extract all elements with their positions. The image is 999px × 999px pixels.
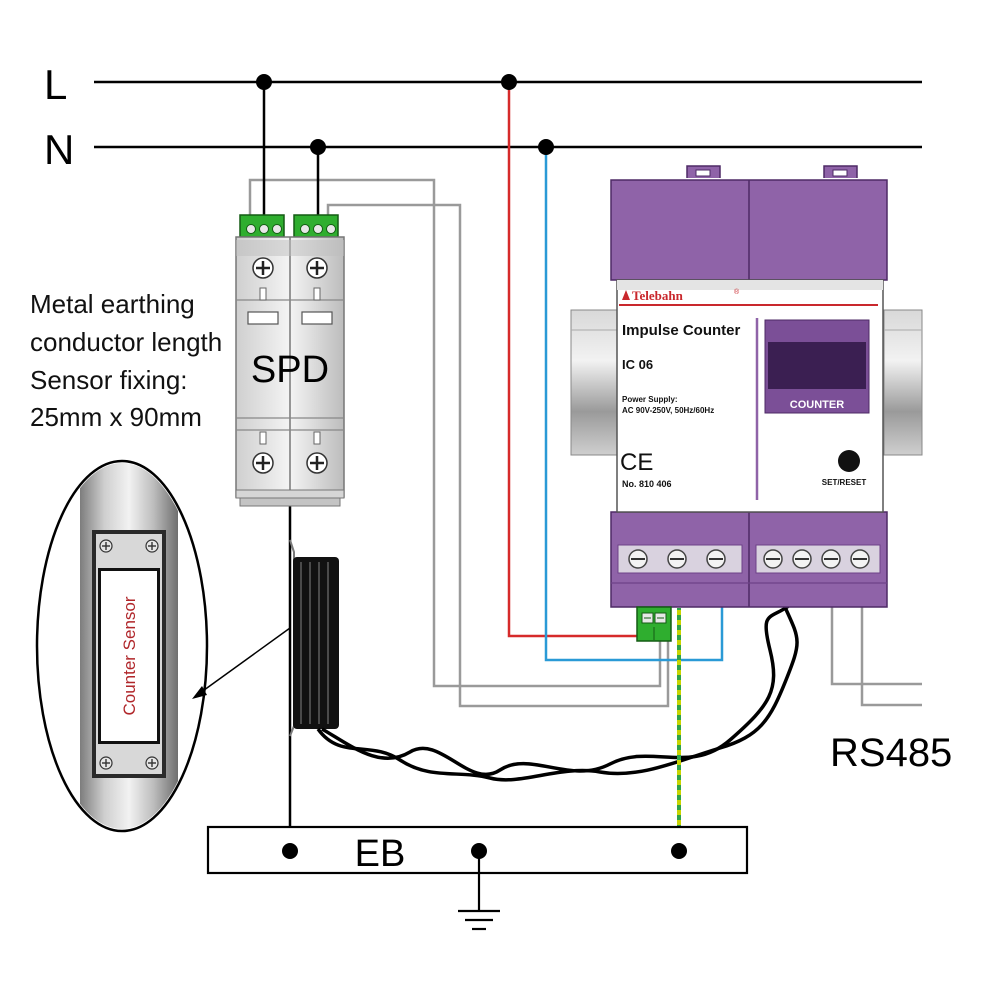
earth-bar: EB [206,825,749,875]
ce-mark: CE [620,449,653,476]
earth-wire [677,608,681,850]
sensor-label: Counter Sensor [120,596,139,715]
twisted-sensor-cable [316,603,799,782]
set-reset-button[interactable] [838,450,860,472]
device-name: Impulse Counter [622,322,741,339]
phase-wire [507,82,642,638]
device-number: No. 810 406 [622,479,672,489]
din-rail [570,309,923,456]
note-line-3: Sensor fixing: [30,365,188,395]
phase-label: L [44,61,67,108]
terminal-block-icon [636,606,672,642]
signal-wires [248,178,922,708]
terminal-block-icon [239,214,339,238]
counter-sensor-clamp [293,557,339,729]
neutral-wire [544,147,724,662]
power-supply-value: AC 90V-250V, 50Hz/60Hz [622,406,714,415]
note-line-2: conductor length [30,327,222,357]
device-model: IC 06 [622,357,653,372]
impulse-counter-device: Telebahn ® Impulse Counter IC 06 Power S… [610,165,888,642]
screw-icon [252,257,328,474]
power-supply-label: Power Supply: [622,395,678,404]
sensor-note: Metal earthing conductor length Sensor f… [30,289,222,432]
brand-mark: ® [734,288,740,296]
counter-display-label: COUNTER [790,399,844,411]
neutral-label: N [44,126,74,173]
note-line-1: Metal earthing [30,289,195,319]
spd-label: SPD [251,349,329,391]
set-reset-label: SET/RESET [822,478,867,487]
ground-icon [458,851,500,931]
detail-arrow [192,627,291,699]
supply-lines: L N [44,61,922,173]
note-line-4: 25mm x 90mm [30,402,202,432]
spd-module: SPD [235,214,345,507]
earth-bar-label: EB [355,833,406,875]
junction-dots [256,74,554,155]
sensor-detail-view: Counter Sensor [35,459,209,833]
rs485-label: RS485 [830,731,952,775]
brand-logo: Telebahn [632,288,684,303]
